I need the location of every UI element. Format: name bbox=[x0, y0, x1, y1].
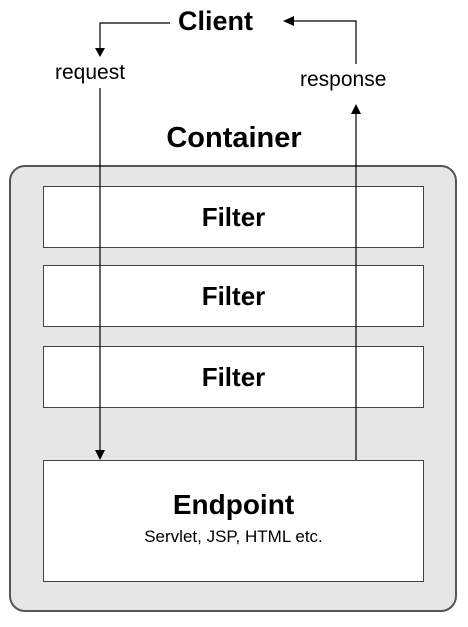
endpoint-subtitle: Servlet, JSP, HTML etc. bbox=[144, 527, 323, 546]
client-label: Client bbox=[178, 6, 254, 36]
response-arrowhead-top bbox=[283, 16, 294, 26]
request-arrowhead bbox=[95, 450, 105, 460]
endpoint-box: Endpoint Servlet, JSP, HTML etc. bbox=[43, 460, 424, 582]
filter-label-3: Filter bbox=[201, 361, 266, 392]
response-label: response bbox=[300, 68, 387, 91]
request-label: request bbox=[55, 61, 126, 84]
endpoint-title: Endpoint bbox=[172, 489, 295, 520]
filter-box-2: Filter bbox=[43, 265, 424, 327]
response-arrowhead bbox=[351, 104, 361, 114]
filter-label-2: Filter bbox=[201, 280, 266, 311]
request-arrow-top bbox=[99, 22, 170, 50]
request-arrowhead-top bbox=[95, 48, 105, 57]
filter-box-3: Filter bbox=[43, 346, 424, 408]
filter-box-1: Filter bbox=[43, 186, 424, 248]
response-arrow-top bbox=[292, 20, 357, 64]
container-label: Container bbox=[166, 122, 302, 154]
filter-label-1: Filter bbox=[201, 201, 266, 232]
